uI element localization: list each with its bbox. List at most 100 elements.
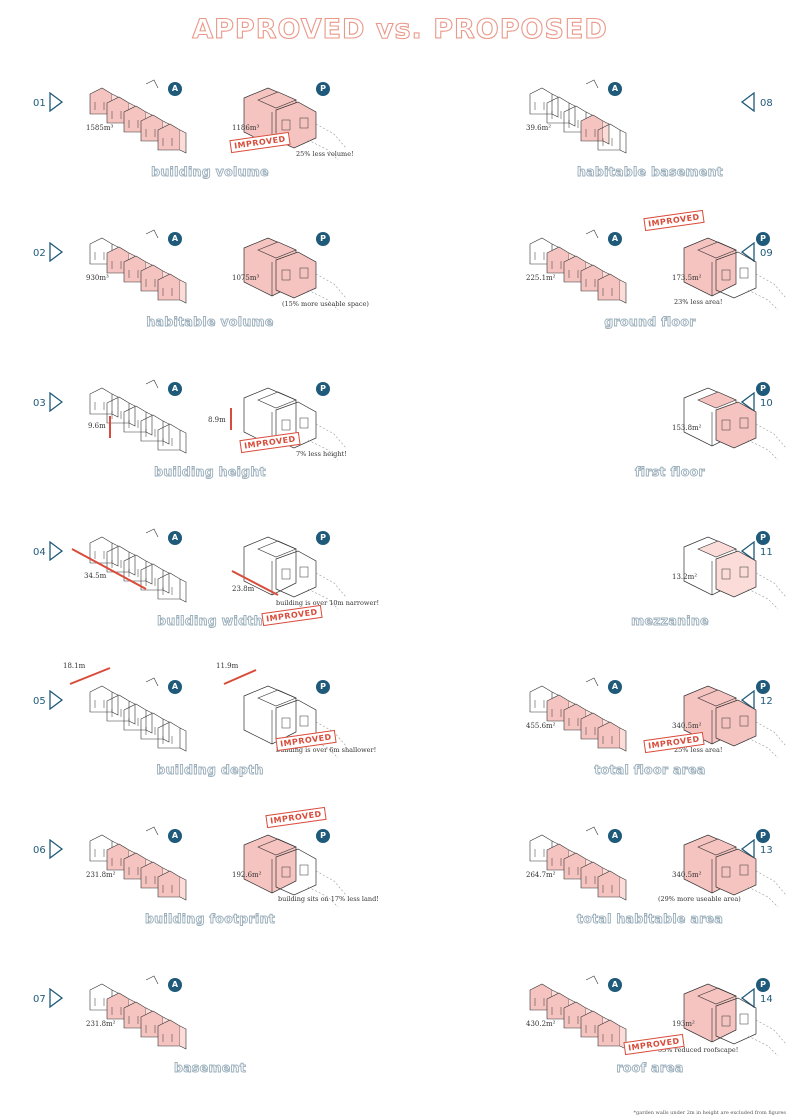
proposed-diagram bbox=[243, 536, 347, 610]
comparison-note: (15% more useable space) bbox=[282, 300, 369, 308]
row-number: 11 bbox=[760, 547, 773, 558]
comparison-note: (29% more useable area) bbox=[658, 895, 741, 903]
comparison-note: 7% less height! bbox=[296, 450, 347, 458]
metric-label: mezzanine bbox=[631, 613, 709, 629]
metric-label: building footprint bbox=[144, 911, 276, 927]
row-number: 09 bbox=[760, 248, 773, 259]
approved-value: 455.6m² bbox=[526, 722, 556, 730]
row-number: 14 bbox=[760, 994, 773, 1005]
row-number: 13 bbox=[760, 845, 773, 856]
metric-label: building height bbox=[154, 464, 266, 480]
proposed-value: 193m² bbox=[672, 1020, 695, 1028]
comparison-note: building sits on 17% less land! bbox=[278, 895, 379, 903]
approved-value: 264.7m² bbox=[526, 871, 556, 879]
approved-value: 34.5m bbox=[84, 572, 107, 580]
arrow-right-icon bbox=[49, 839, 63, 859]
proposed-diagram bbox=[683, 237, 787, 311]
metric-label: roof area bbox=[616, 1060, 684, 1076]
approved-diagram bbox=[529, 975, 627, 1050]
row-number: 10 bbox=[760, 398, 773, 409]
arrow-right-icon bbox=[49, 392, 63, 412]
approved-diagram bbox=[89, 826, 187, 901]
proposed-badge: P bbox=[756, 829, 770, 843]
width-dimension-line bbox=[71, 548, 147, 590]
footnote: *garden walls under 2m in height are exc… bbox=[633, 1110, 786, 1116]
approved-badge: A bbox=[168, 829, 182, 843]
row-number: 07 bbox=[33, 994, 46, 1005]
proposed-badge: P bbox=[756, 531, 770, 545]
approved-badge: A bbox=[608, 82, 622, 96]
proposed-badge: P bbox=[316, 680, 330, 694]
comparison-note: building is over 10m narrower! bbox=[276, 599, 380, 607]
proposed-badge: P bbox=[756, 382, 770, 396]
metric-label: building depth bbox=[156, 762, 264, 778]
approved-diagram bbox=[89, 677, 187, 752]
row-number: 03 bbox=[33, 398, 46, 409]
approved-diagram bbox=[89, 229, 187, 304]
approved-diagram bbox=[89, 379, 187, 454]
approved-diagram bbox=[89, 79, 187, 154]
approved-diagram bbox=[529, 677, 627, 752]
arrow-left-icon bbox=[741, 839, 755, 859]
approved-badge: A bbox=[608, 232, 622, 246]
comparison-note: 25% less area! bbox=[674, 746, 723, 754]
proposed-value: 23.8m bbox=[232, 585, 255, 593]
metric-label: building width bbox=[157, 613, 263, 629]
approved-badge: A bbox=[608, 978, 622, 992]
approved-badge: A bbox=[168, 978, 182, 992]
proposed-value: 192.6m² bbox=[232, 871, 262, 879]
arrow-right-icon bbox=[49, 988, 63, 1008]
approved-diagram bbox=[529, 229, 627, 304]
approved-diagram bbox=[89, 975, 187, 1050]
approved-value: 1585m³ bbox=[86, 124, 114, 132]
approved-badge: A bbox=[608, 680, 622, 694]
proposed-badge: P bbox=[316, 531, 330, 545]
proposed-badge: P bbox=[316, 382, 330, 396]
proposed-badge: P bbox=[756, 680, 770, 694]
metric-label: first floor bbox=[634, 464, 706, 480]
metric-label: basement bbox=[173, 1060, 247, 1076]
proposed-value: 13.2m² bbox=[672, 573, 698, 581]
approved-badge: A bbox=[608, 829, 622, 843]
height-dimension-line bbox=[230, 408, 232, 430]
proposed-diagram bbox=[683, 387, 787, 461]
proposed-value: 11.9m bbox=[216, 662, 239, 670]
metric-row: 07 A 231.8m² basement bbox=[0, 974, 800, 1114]
comparison-note: 55% reduced roofscape! bbox=[658, 1046, 739, 1054]
row-number: 05 bbox=[33, 696, 46, 707]
proposed-value: 153.8m² bbox=[672, 424, 702, 432]
arrow-left-icon bbox=[741, 541, 755, 561]
proposed-value: 173.5m² bbox=[672, 274, 702, 282]
metric-label: total habitable area bbox=[576, 911, 724, 927]
arrow-right-icon bbox=[49, 92, 63, 112]
arrow-left-icon bbox=[741, 690, 755, 710]
approved-value: 930m³ bbox=[86, 274, 109, 282]
approved-value: 9.6m bbox=[88, 422, 106, 430]
proposed-diagram bbox=[683, 685, 787, 759]
proposed-badge: P bbox=[756, 232, 770, 246]
height-dimension-line bbox=[109, 416, 111, 438]
approved-value: 39.6m² bbox=[526, 124, 552, 132]
approved-badge: A bbox=[168, 232, 182, 246]
approved-value: 225.1m² bbox=[526, 274, 556, 282]
approved-badge: A bbox=[168, 82, 182, 96]
proposed-value: 1186m³ bbox=[232, 124, 260, 132]
approved-badge: A bbox=[168, 680, 182, 694]
comparison-note: building is over 6m shallower! bbox=[276, 746, 377, 754]
arrow-right-icon bbox=[49, 242, 63, 262]
proposed-value: 1075m³ bbox=[232, 274, 260, 282]
approved-value: 231.8m² bbox=[86, 1020, 116, 1028]
approved-value: 430.2m² bbox=[526, 1020, 556, 1028]
proposed-value: 340.5m² bbox=[672, 722, 702, 730]
arrow-right-icon bbox=[49, 541, 63, 561]
approved-diagram bbox=[529, 826, 627, 901]
row-number: 01 bbox=[33, 98, 46, 109]
